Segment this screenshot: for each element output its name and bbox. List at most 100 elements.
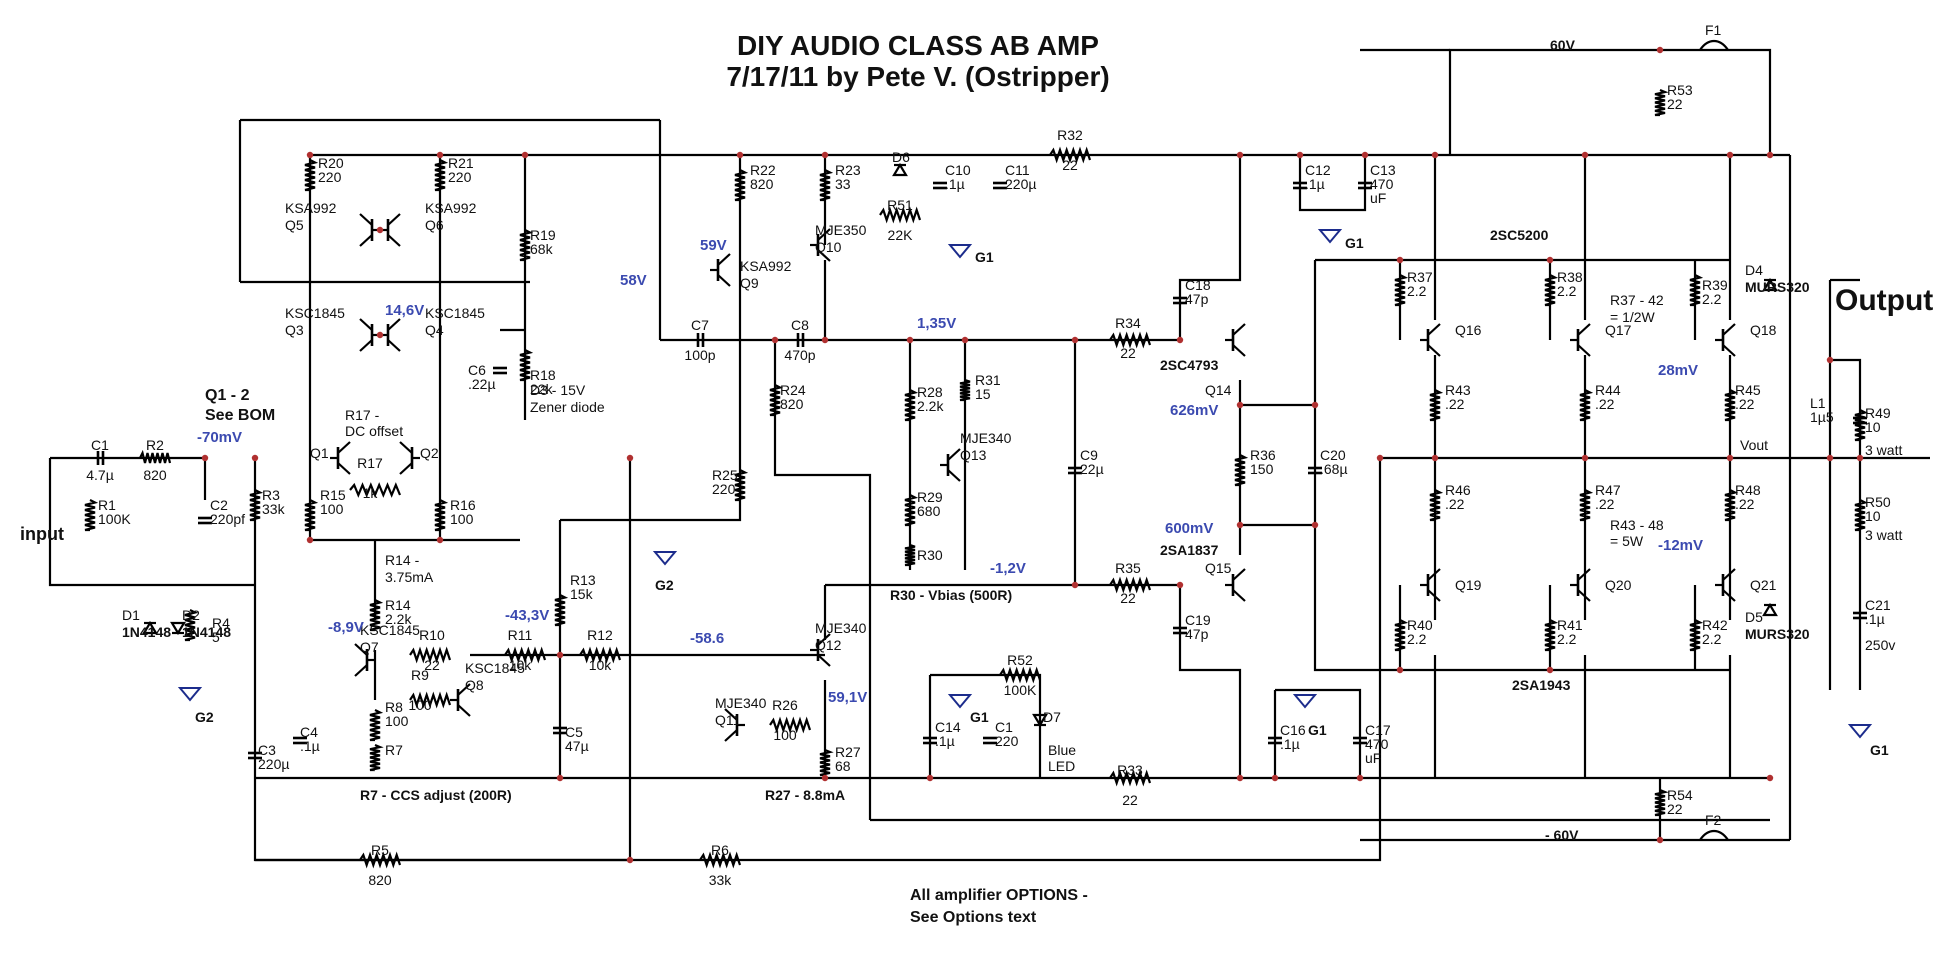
resistor-R37 (1394, 274, 1409, 307)
resistor-R30 (904, 543, 916, 567)
ground-label: G1 (1308, 722, 1327, 738)
junction-dot (1236, 151, 1244, 159)
label-D5: D5 (1745, 609, 1763, 625)
label-D6: D6 (892, 149, 910, 165)
type-Q10: MJE350 (815, 222, 867, 238)
resistor-R54 (1654, 788, 1669, 817)
wire-q14c (1178, 155, 1242, 340)
value-C1b: 220 (995, 733, 1019, 749)
value-C8: 470p (784, 347, 815, 363)
label-R39: R39 (1702, 277, 1728, 293)
junction-dot (1431, 151, 1439, 159)
transistor-Q8-collector (457, 683, 471, 696)
out-npn-type: 2SC5200 (1490, 227, 1549, 243)
junction-dot (821, 774, 829, 782)
label-R17: R17 (357, 455, 383, 471)
voltage-q7: -8,9V (328, 619, 364, 636)
value-R39: 2.2 (1702, 291, 1722, 307)
resistor-R8 (369, 709, 384, 742)
resistor-R45 (1724, 389, 1739, 422)
resistor-R46 (1429, 489, 1444, 522)
label-R40: R40 (1407, 617, 1433, 633)
junction-dot (1271, 774, 1279, 782)
label-Q21: Q21 (1750, 577, 1777, 593)
label-R42: R42 (1702, 617, 1728, 633)
resistor-R47 (1579, 489, 1594, 522)
q12-title: Q1 - 2 (205, 387, 250, 404)
c21-voltage: 250v (1865, 637, 1895, 653)
junction-dot (376, 331, 384, 339)
junction-dot (821, 336, 829, 344)
transistor-Q18-emitter (1722, 344, 1736, 357)
label-Q19: Q19 (1455, 577, 1482, 593)
value-C2: 220pf (210, 511, 245, 527)
label-C1b: C1 (995, 719, 1013, 735)
label-C6: C6 (468, 362, 486, 378)
wire-drv-n (1240, 403, 1730, 672)
resistor-R9 (409, 691, 452, 709)
wire-l1 (1830, 358, 1862, 458)
resistor-R17 (349, 482, 402, 498)
type-Q6: KSA992 (425, 200, 477, 216)
label-R23: R23 (835, 162, 861, 178)
value-C12: .1µ (1305, 176, 1325, 192)
value-R51: 22K (888, 227, 914, 243)
value-R15: 100 (320, 501, 344, 517)
label-R25: R25 (712, 467, 738, 483)
label-Q18: Q18 (1750, 322, 1777, 338)
value-C19: 47p (1185, 626, 1209, 642)
label-Q3: Q3 (285, 322, 304, 338)
junction-dot (1396, 256, 1404, 264)
transistor-Q16-collector (1427, 323, 1441, 336)
junction-dot (1356, 774, 1364, 782)
junction-dot (1581, 151, 1589, 159)
junction-dot (626, 454, 634, 462)
value-R5: 820 (368, 872, 392, 888)
value-R43: .22 (1445, 396, 1465, 412)
label-Q17: Q17 (1605, 322, 1632, 338)
label-Q1: Q1 (310, 445, 329, 461)
value-C6: .22µ (468, 376, 496, 392)
junction-dot (1726, 454, 1734, 462)
fuse-F2 (1699, 829, 1729, 841)
junction-dot (1726, 151, 1734, 159)
value-R10: 22 (424, 657, 440, 673)
out-pnp-type: 2SA1943 (1512, 677, 1571, 693)
junction-dot (906, 336, 914, 344)
ground-icon (1292, 694, 1318, 709)
value-R50: 10 (1865, 508, 1881, 524)
type-Q8: KSC1845 (465, 660, 525, 676)
wire-feedback (253, 456, 1930, 862)
junction-dot (556, 651, 564, 659)
transistor-Q6-emitter (387, 234, 401, 247)
resistor-R26 (769, 716, 812, 734)
value-R17: 1k (363, 485, 379, 501)
label-R47: R47 (1595, 482, 1621, 498)
input-label: input (20, 524, 64, 544)
junction-dot (1431, 454, 1439, 462)
r14-note2: 3.75mA (385, 569, 434, 585)
voltage-bias-top: 1,35V (917, 315, 956, 332)
junction-dot (1071, 336, 1079, 344)
label-C11: C11 (1005, 162, 1030, 178)
value-R32: 22 (1062, 157, 1078, 173)
ground-icon (1317, 229, 1343, 244)
transistor-Q13-collector (947, 448, 961, 461)
value-R27: 68 (835, 758, 851, 774)
label-R30: R30 (917, 547, 943, 563)
label-C3: C3 (258, 742, 276, 758)
junction-dot (1176, 581, 1184, 589)
resistor-R14 (369, 599, 384, 632)
resistor-R35 (1109, 576, 1152, 594)
wire-r24 (773, 340, 872, 820)
voltage-q21-e: -12mV (1658, 537, 1703, 554)
label-R13: R13 (570, 572, 596, 588)
resistor-R29 (904, 494, 919, 527)
label-Q4: Q4 (425, 322, 444, 338)
junction-dot (306, 151, 314, 159)
label-C12: C12 (1305, 162, 1331, 178)
ground-label: G2 (195, 709, 214, 725)
junctions (201, 46, 1864, 864)
label-R32: R32 (1057, 127, 1083, 143)
label-R45: R45 (1735, 382, 1761, 398)
